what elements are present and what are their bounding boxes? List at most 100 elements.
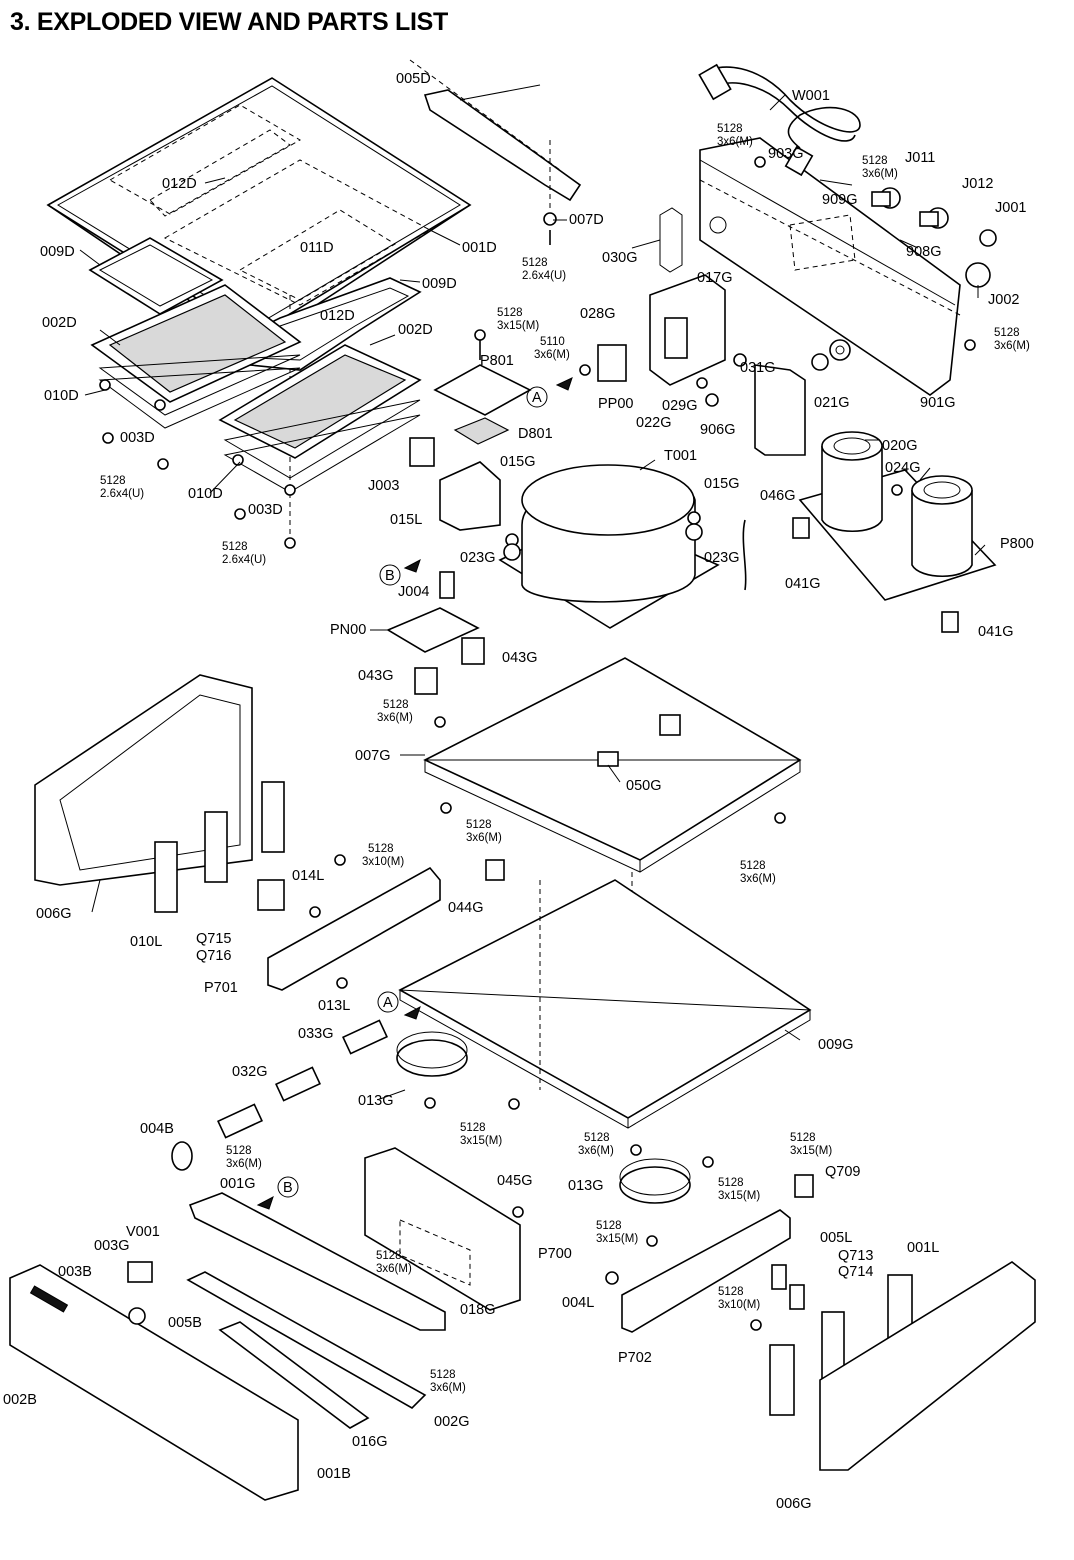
part-labels: 005D W001 012D 011D 001D 009D 009D 012D … bbox=[3, 71, 1034, 1512]
leader-lines bbox=[79, 84, 986, 1100]
label-J003: J003 bbox=[368, 478, 399, 494]
screw-spec-s20-size: 3x10(M) bbox=[718, 1299, 760, 1311]
label-002D-right: 002D bbox=[398, 322, 433, 338]
label-015G-left: 015G bbox=[500, 454, 535, 470]
label-P700: P700 bbox=[538, 1246, 572, 1262]
label-009G: 009G bbox=[818, 1037, 853, 1053]
bracket-021G bbox=[754, 364, 806, 456]
screw-spec-s15-size: 3x15(M) bbox=[718, 1190, 760, 1202]
label-020G: 020G bbox=[882, 438, 917, 454]
screw-spec-s7-code: 5128 bbox=[497, 307, 523, 319]
screw-spec-s4-size: 3x6(M) bbox=[717, 136, 753, 148]
label-908G: 908G bbox=[906, 244, 941, 260]
screw-spec-s20-code: 5128 bbox=[718, 1286, 744, 1298]
board-PN00-shape bbox=[386, 607, 480, 653]
label-043G-left: 043G bbox=[358, 668, 393, 684]
label-018G: 018G bbox=[460, 1302, 495, 1318]
bracket-005D-shape bbox=[423, 89, 582, 202]
board-P700 bbox=[364, 1147, 521, 1311]
marker-B-top bbox=[379, 564, 401, 586]
top-cover-assembly bbox=[46, 59, 561, 549]
screw-spec-s17-size: 3x6(M) bbox=[226, 1158, 262, 1170]
screw-spec-s21-size: 3x6(M) bbox=[430, 1382, 466, 1394]
label-012D-top: 012D bbox=[162, 176, 197, 192]
label-002G: 002G bbox=[434, 1414, 469, 1430]
bracket-015L bbox=[439, 461, 501, 531]
left-side-assembly bbox=[34, 674, 441, 991]
side-panel-006G-right bbox=[819, 1261, 1036, 1471]
screw-spec-s6-size: 3x6(M) bbox=[994, 340, 1030, 352]
label-007G: 007G bbox=[355, 748, 390, 764]
front-panel-001B bbox=[9, 1264, 299, 1501]
screw-spec-s7-size: 3x15(M) bbox=[497, 320, 539, 332]
label-003B: 003B bbox=[58, 1264, 92, 1280]
label-906G: 906G bbox=[700, 422, 735, 438]
board-P800 bbox=[742, 431, 997, 633]
label-043G-right: 043G bbox=[502, 650, 537, 666]
board-P701 bbox=[267, 866, 441, 991]
label-J011: J011 bbox=[905, 150, 935, 166]
screw-spec-s10-code: 5128 bbox=[466, 819, 492, 831]
transformer-T001 bbox=[498, 464, 720, 629]
screw-spec-s2-code: 5128 bbox=[100, 475, 126, 487]
screw-spec-s12-size: 3x6(M) bbox=[740, 873, 776, 885]
label-PN00: PN00 bbox=[330, 622, 366, 638]
screw-spec-s18-size: 3x6(M) bbox=[376, 1263, 412, 1275]
label-014L: 014L bbox=[292, 868, 324, 884]
label-009D-right: 009D bbox=[422, 276, 457, 292]
board-P801-shape bbox=[433, 364, 532, 416]
label-Q715: Q715 bbox=[196, 931, 231, 947]
label-001B: 001B bbox=[317, 1466, 351, 1482]
label-Q714: Q714 bbox=[838, 1264, 873, 1280]
foot-013G-left bbox=[396, 1039, 468, 1077]
label-044G: 044G bbox=[448, 900, 483, 916]
marker-B-bottom bbox=[277, 1176, 299, 1198]
screw-spec-s19-size: 3x15(M) bbox=[596, 1233, 638, 1245]
screw-spec-s10-size: 3x6(M) bbox=[466, 832, 502, 844]
label-001G: 001G bbox=[220, 1176, 255, 1192]
marker-A-top bbox=[526, 386, 548, 408]
label-033G: 033G bbox=[298, 1026, 333, 1042]
label-P801: P801 bbox=[480, 353, 514, 369]
screw-spec-s3-size: 2.6x4(U) bbox=[222, 554, 266, 566]
label-V001: V001 bbox=[126, 1224, 160, 1240]
label-050G: 050G bbox=[626, 778, 661, 794]
label-J012: J012 bbox=[962, 176, 993, 192]
label-Q713: Q713 bbox=[838, 1248, 873, 1264]
screw-spec-s13-size: 3x15(M) bbox=[460, 1135, 502, 1147]
label-P702: P702 bbox=[618, 1350, 652, 1366]
label-012D-bottom: 012D bbox=[320, 308, 355, 324]
connector-033G bbox=[342, 1019, 388, 1055]
screw-spec-s16-size: 3x15(M) bbox=[790, 1145, 832, 1157]
screw-spec-s13-code: 5128 bbox=[460, 1122, 486, 1134]
bottom-plate-009G bbox=[396, 879, 812, 1247]
screw-spec-s16-code: 5128 bbox=[790, 1132, 816, 1144]
marker-A-bottom-label: A bbox=[383, 995, 393, 1011]
label-017G: 017G bbox=[697, 270, 732, 286]
rear-panel-shape bbox=[699, 137, 961, 396]
screw-spec-s19-code: 5128 bbox=[596, 1220, 622, 1232]
label-001L: 001L bbox=[907, 1240, 939, 1256]
marker-A-top-label: A bbox=[532, 390, 542, 406]
label-006G-right: 006G bbox=[776, 1496, 811, 1512]
label-P701: P701 bbox=[204, 980, 238, 996]
screw-spec-s17-code: 5128 bbox=[226, 1145, 252, 1157]
label-002D-left: 002D bbox=[42, 315, 77, 331]
screw-spec-s5-code: 5128 bbox=[862, 155, 888, 167]
label-D801: D801 bbox=[518, 426, 553, 442]
bracket-001G bbox=[188, 1192, 446, 1331]
bracket-002G bbox=[186, 1271, 427, 1409]
label-041G-top: 041G bbox=[785, 576, 820, 592]
label-004B: 004B bbox=[140, 1121, 174, 1137]
label-J001: J001 bbox=[995, 200, 1026, 216]
screw-spec-s1-size: 2.6x4(U) bbox=[522, 270, 566, 282]
label-T001: T001 bbox=[664, 448, 697, 464]
label-010D-right: 010D bbox=[188, 486, 223, 502]
cable-holder-046G bbox=[742, 519, 747, 591]
label-005D: 005D bbox=[396, 71, 431, 87]
front-area bbox=[9, 1019, 524, 1501]
label-P800: P800 bbox=[1000, 536, 1034, 552]
strip-016G bbox=[218, 1321, 370, 1429]
connector-032G bbox=[275, 1066, 321, 1102]
